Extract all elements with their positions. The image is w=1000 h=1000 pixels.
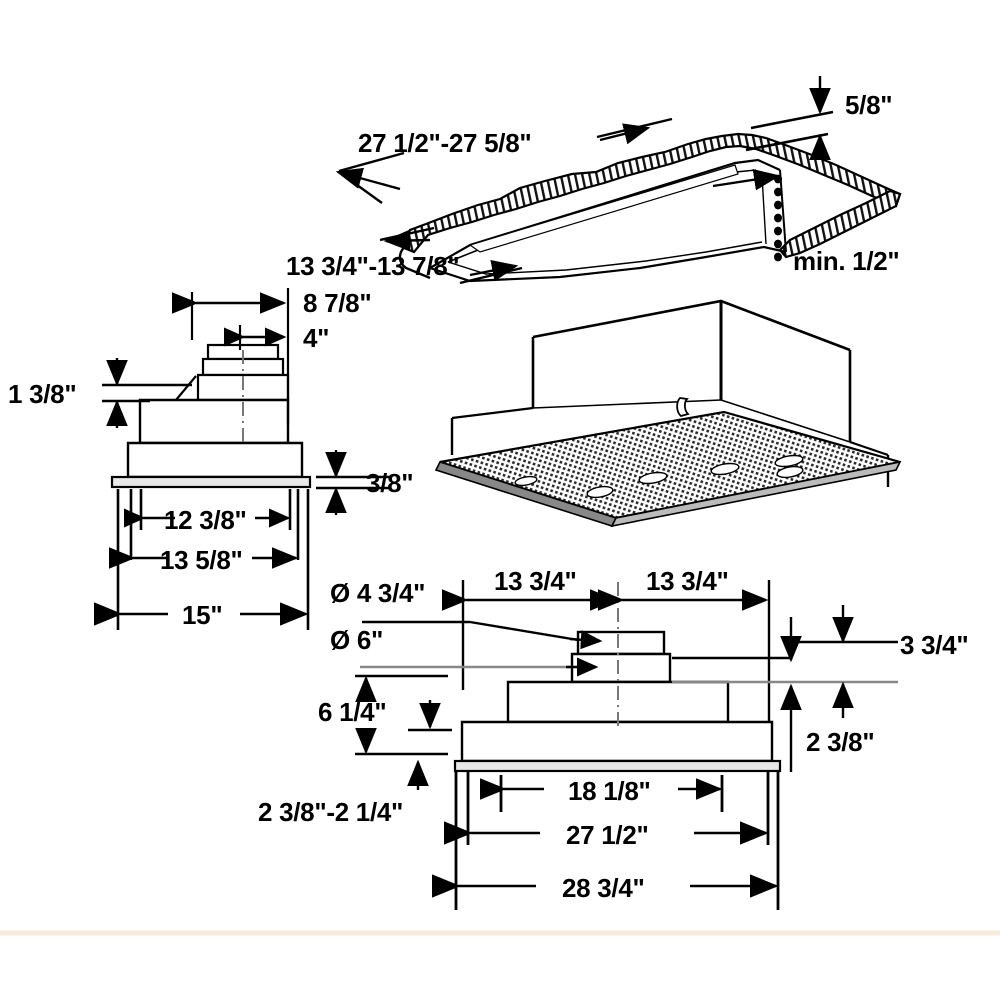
dim-label-overall-width: 15" — [182, 600, 223, 630]
dim-label-duct-height: 6 1/4" — [318, 697, 387, 727]
side-section-geometry — [94, 288, 390, 630]
top-trim-geometry — [335, 76, 902, 285]
dim-label-min-clearance: min. 1/2" — [793, 246, 900, 276]
dim-label-duct-width: 4" — [303, 323, 330, 353]
dim-label-inner-width: 12 3/8" — [164, 505, 247, 535]
dim-label-body-width: 13 5/8" — [160, 545, 243, 575]
dim-label-front-body-width: 27 1/2" — [566, 820, 649, 850]
dim-label-duct-offset: 8 7/8" — [303, 288, 372, 318]
dim-label-duct-dia-small: Ø 4 3/4" — [330, 578, 426, 608]
dim-label-front-overall-width: 28 3/4" — [562, 873, 645, 903]
dim-label-body-height: 2 3/8" — [806, 727, 875, 757]
dim-label-flange-thickness: 5/8" — [845, 90, 893, 120]
dim-label-flange-range: 2 3/8"-2 1/4" — [258, 797, 404, 827]
dim-label-opening-width: 27 1/2"-27 5/8" — [358, 128, 532, 158]
dim-label-collar-height: 3 3/4" — [900, 630, 969, 660]
dim-label-inner-opening: 18 1/8" — [568, 776, 651, 806]
dim-label-flange-height: 3/8" — [366, 468, 414, 498]
dim-label-opening-depth: 13 3/4"-13 7/8" — [286, 251, 460, 281]
dim-label-center-left: 13 3/4" — [494, 566, 577, 596]
dim-label-top-offset: 1 3/8" — [8, 379, 77, 409]
dim-label-center-right: 13 3/4" — [646, 566, 729, 596]
front-section-geometry — [355, 580, 898, 910]
dim-label-duct-dia-large: Ø 6" — [330, 625, 384, 655]
perspective-geometry — [434, 299, 902, 528]
